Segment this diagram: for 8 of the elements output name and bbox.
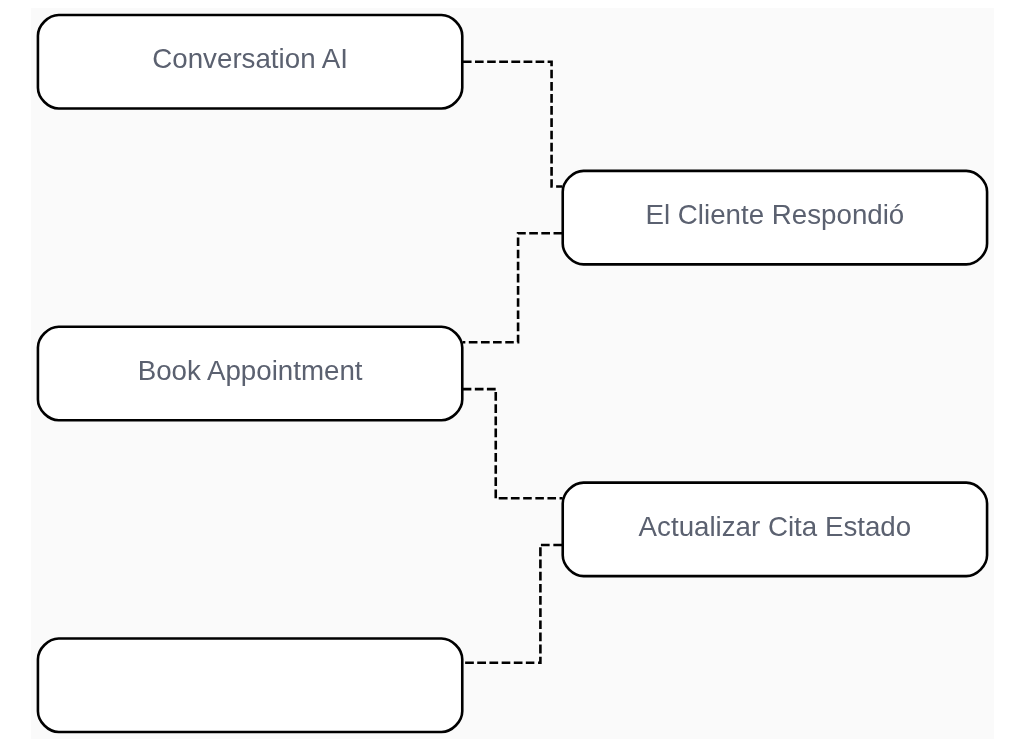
connector — [462, 387, 563, 500]
node-box — [36, 637, 464, 734]
connector — [462, 543, 562, 665]
node-box: Actualizar Cita Estado — [560, 481, 988, 578]
node-box: Conversation AI — [36, 13, 464, 110]
node-box: Book Appointment — [36, 325, 464, 422]
node-box: El Cliente Respondió — [560, 169, 988, 266]
connector — [462, 231, 562, 344]
